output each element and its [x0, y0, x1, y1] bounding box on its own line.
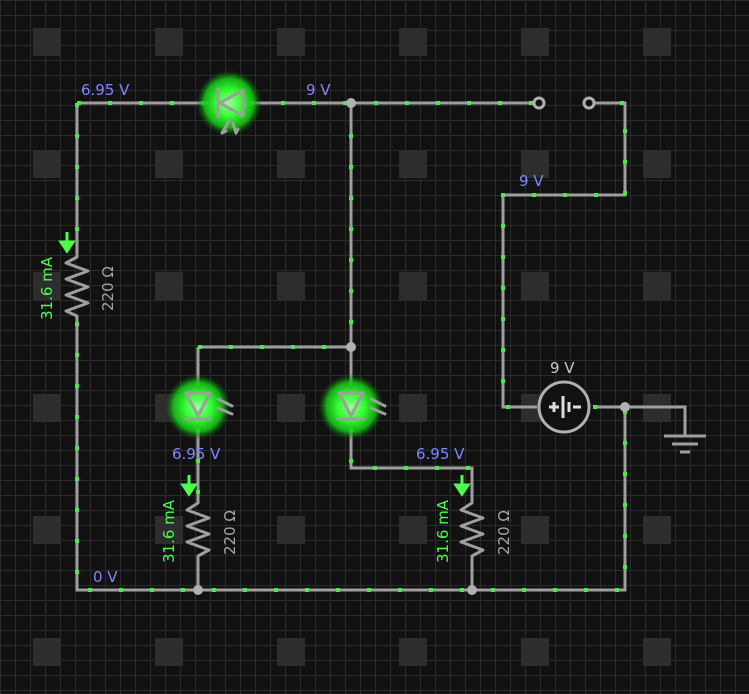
resistance-label-r2: 220 Ω [221, 510, 239, 555]
ground-icon[interactable] [664, 434, 706, 454]
voltage-label-top-mid: 9 V [306, 81, 331, 99]
current-arrows [58, 232, 471, 497]
current-label-r1: 31.6 mA [38, 256, 56, 320]
dc-source[interactable] [537, 380, 591, 434]
led-top[interactable] [196, 70, 262, 136]
led-middle[interactable] [318, 374, 387, 440]
current-label-r3: 31.6 mA [434, 499, 452, 563]
voltage-label-right: 9 V [519, 172, 544, 190]
led-left[interactable] [165, 374, 234, 440]
junctions[interactable] [193, 98, 630, 595]
resistor-r1[interactable] [64, 248, 90, 324]
current-flow [75, 101, 627, 592]
resistance-label-r3: 220 Ω [495, 510, 513, 555]
voltage-label-ground: 0 V [93, 568, 118, 586]
current-label-r2: 31.6 mA [160, 499, 178, 563]
voltage-label-top-left: 6.95 V [81, 81, 130, 99]
switch[interactable] [532, 96, 596, 110]
switch-icon [532, 96, 546, 110]
wires[interactable] [75, 101, 687, 592]
source-voltage-label: 9 V [550, 359, 575, 377]
resistor-r2[interactable] [185, 495, 211, 560]
voltage-label-led-left: 6.95 V [172, 445, 221, 463]
resistance-label-r1: 220 Ω [99, 266, 117, 311]
voltage-label-led-middle: 6.95 V [416, 445, 465, 463]
resistor-r3[interactable] [459, 495, 485, 560]
